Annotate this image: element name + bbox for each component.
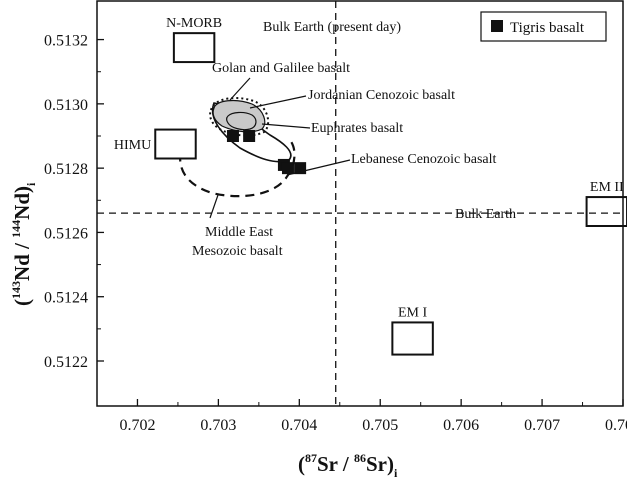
reference-lines [97, 1, 623, 406]
y-title-sub: i [24, 182, 38, 186]
tigris-point [281, 162, 294, 175]
n-morb-box [172, 32, 216, 64]
legend: Tigris basalt [480, 11, 607, 42]
tigris-points [226, 130, 307, 175]
tigris-point [226, 130, 239, 142]
em-i-box [391, 321, 434, 356]
n-morb-label: N-MORB [166, 16, 222, 31]
y-tick-label: 0.5128 [44, 161, 88, 178]
x-tick-label: 0.706 [443, 417, 479, 434]
bulk-earth-label: Bulk Earth [455, 207, 516, 222]
mesozoic-label-line2: Mesozoic basalt [192, 244, 283, 259]
x-title-sup1: 87 [305, 451, 317, 465]
lebanon-label: Lebanese Cenozoic basalt [351, 152, 496, 167]
x-title-mid: Sr / [317, 452, 354, 476]
x-tick-label: 0.707 [524, 417, 560, 434]
x-tick-label: 0.702 [119, 417, 155, 434]
y-title-end: Nd) [10, 186, 34, 220]
x-tick-label: 0.705 [362, 417, 398, 434]
x-tick-label: 0.708 [605, 417, 627, 434]
y-axis-ticks: 0.5122 0.5124 0.5126 0.5128 0.5130 0.5132 [44, 33, 104, 371]
x-axis-title: (87Sr / 86Sr)i [298, 451, 398, 480]
x-tick-label: 0.704 [281, 417, 317, 434]
reservoir-boxes: N-MORB HIMU EM II EM I [114, 16, 627, 356]
golan-label: Golan and Galilee basalt [212, 61, 350, 76]
y-tick-label: 0.5122 [44, 354, 88, 371]
y-title-open: ( [10, 299, 34, 306]
em-ii-box [585, 196, 627, 227]
x-title-end: Sr) [366, 452, 394, 476]
y-tick-label: 0.5124 [44, 290, 88, 307]
mesozoic-leader [209, 194, 219, 219]
y-title-mid: Nd / [10, 238, 34, 281]
euphrates-label: Euphrates basalt [311, 121, 403, 136]
euphrates-field [225, 111, 257, 131]
x-title-open: ( [298, 452, 305, 476]
golan-galilee-field [209, 97, 270, 137]
x-tick-label: 0.703 [200, 417, 236, 434]
legend-marker [491, 20, 503, 32]
lebanon-leader [286, 159, 351, 176]
y-tick-label: 0.5132 [44, 33, 88, 50]
middle-east-mesozoic-field [178, 137, 296, 198]
x-title-sup2: 86 [354, 451, 366, 465]
golan-leader [229, 77, 251, 101]
legend-label: Tigris basalt [510, 20, 585, 36]
y-tick-label: 0.5130 [44, 97, 88, 114]
em-i-label: EM I [398, 305, 428, 320]
euphrates-leader [261, 123, 311, 129]
himu-box [154, 128, 197, 160]
em-ii-label: EM II [590, 180, 624, 195]
y-axis-title: (143Nd / 144Nd)i [9, 182, 38, 306]
mesozoic-label-line1: Middle East [205, 225, 273, 240]
plot-frame [96, 0, 624, 407]
jordan-leader [249, 95, 307, 109]
x-axis-ticks: 0.702 0.703 0.704 0.705 0.706 0.707 0.708 [119, 399, 627, 434]
himu-label: HIMU [114, 138, 151, 153]
y-title-sup1: 143 [9, 281, 23, 299]
x-title-sub: i [394, 466, 398, 480]
jordanian-cenozoic-field [212, 99, 266, 133]
leader-lines [209, 77, 351, 219]
jordan-label: Jordanian Cenozoic basalt [308, 88, 455, 103]
tigris-point [243, 130, 256, 142]
y-title-sup2: 144 [9, 220, 23, 238]
bulk-earth-present-label: Bulk Earth (present day) [263, 20, 401, 35]
y-tick-label: 0.5126 [44, 225, 88, 242]
fields-layer [178, 97, 296, 198]
